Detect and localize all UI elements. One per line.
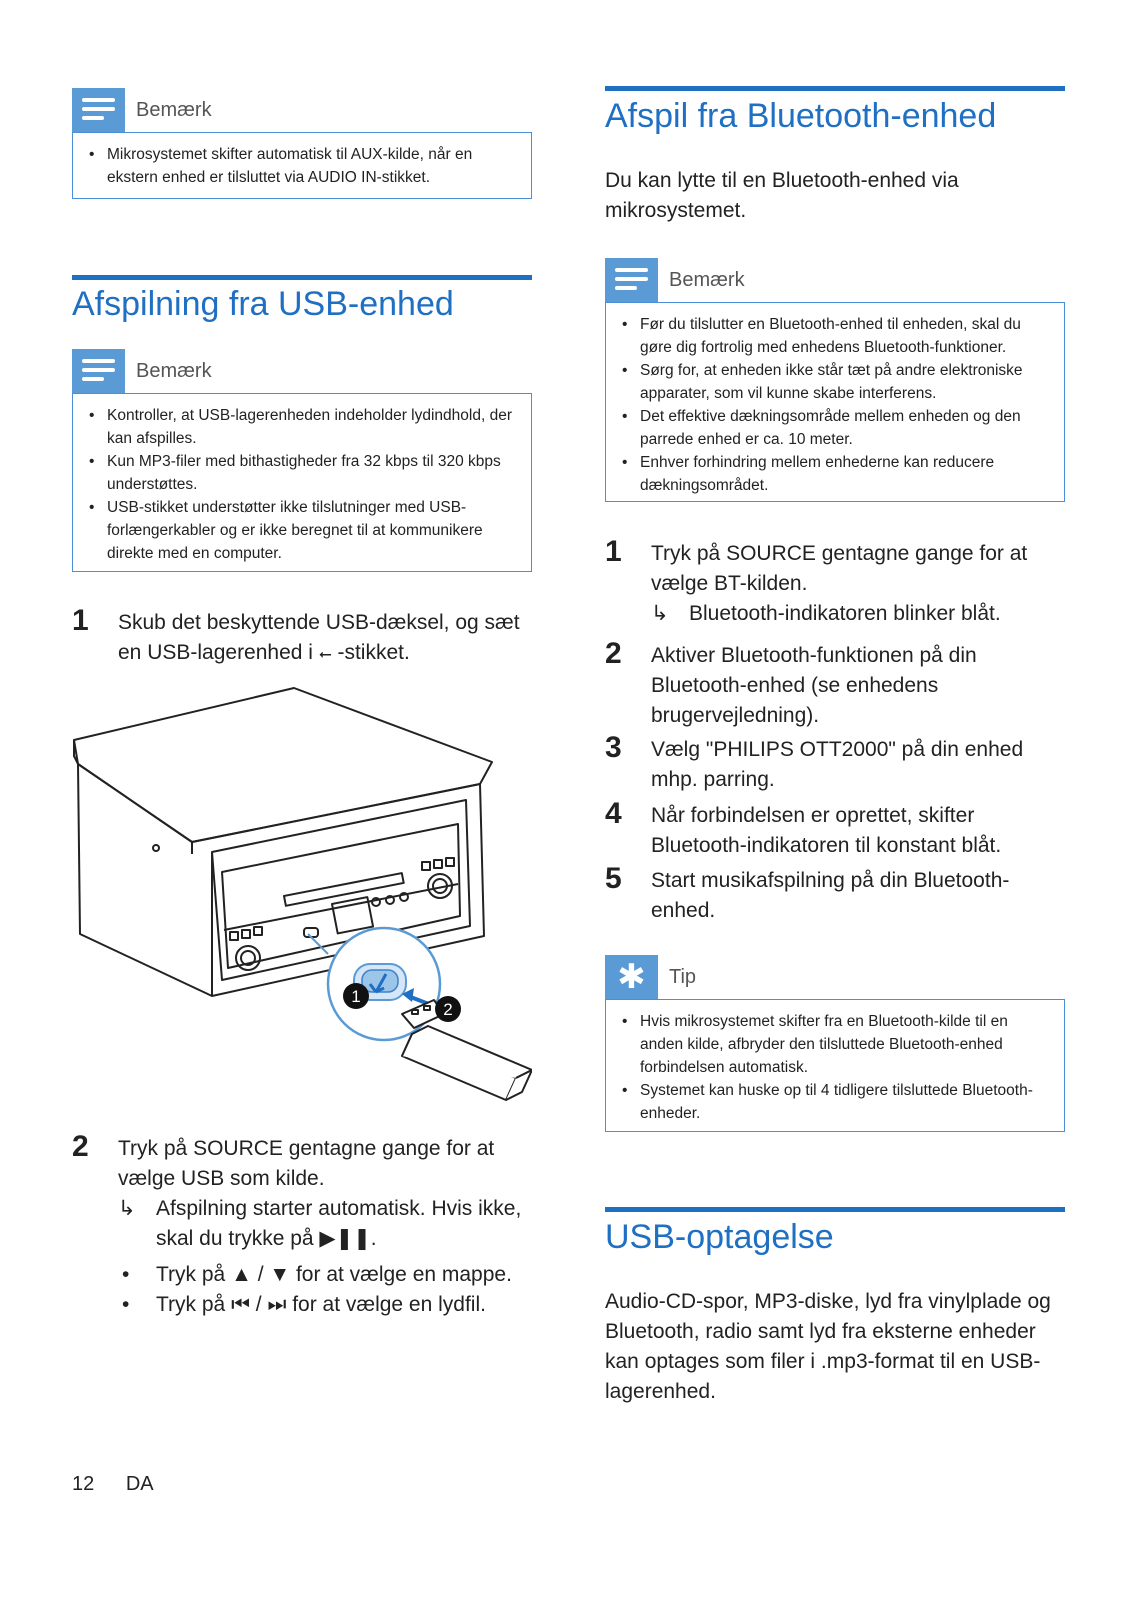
page-footer: 12 DA (72, 1473, 180, 1496)
note-item: Før du tilslutter en Bluetooth-enhed til… (620, 313, 1050, 359)
callout-2: 2 (443, 1000, 452, 1019)
step-number: 2 (605, 637, 622, 670)
result-text: Afspilning starter automatisk. Hvis ikke… (156, 1197, 522, 1250)
tip-icon: ✱ (605, 955, 658, 999)
step-bullet: • Tryk på ⏮ / ⏭ for at vælge en lydfil. (122, 1293, 486, 1316)
section-rule (605, 1207, 1065, 1212)
note-item: Kun MP3-filer med bithastigheder fra 32 … (87, 450, 517, 496)
tip-item: Hvis mikrosystemet skifter fra en Blueto… (620, 1010, 1050, 1079)
bt-step-3: 3 Vælg "PHILIPS OTT2000" på din enhed mh… (605, 733, 1065, 797)
result-arrow-icon: ↳ (651, 602, 669, 625)
note-list: Kontroller, at USB-lagerenheden indehold… (87, 404, 517, 565)
tip-body: Hvis mikrosystemet skifter fra en Blueto… (605, 999, 1065, 1132)
section-title-usb-playback: Afspilning fra USB-enhed (72, 285, 454, 323)
note-header: Bemærk (605, 258, 1065, 302)
note-box-bluetooth: Bemærk Før du tilslutter en Bluetooth-en… (605, 258, 1065, 502)
step-text: Tryk på SOURCE gentagne gange for at væl… (118, 1134, 532, 1320)
step-result: ↳ Afspilning starter automatisk. Hvis ik… (118, 1194, 532, 1254)
step-text: Aktiver Bluetooth-funktionen på din Blue… (651, 644, 977, 727)
step-number: 5 (605, 862, 622, 895)
section-title-bluetooth: Afspil fra Bluetooth-enhed (605, 97, 997, 135)
note-header: Bemærk (72, 88, 532, 132)
note-icon (605, 258, 658, 302)
step-result: ↳ Bluetooth-indikatoren blinker blåt. (651, 599, 1065, 629)
step-text: Når forbindelsen er oprettet, skifter Bl… (651, 804, 1002, 857)
bt-step-2: 2 Aktiver Bluetooth-funktionen på din Bl… (605, 639, 1065, 731)
step-number: 2 (72, 1130, 89, 1163)
tip-header: ✱ Tip (605, 955, 1065, 999)
step-instruction: Tryk på SOURCE gentagne gange for at væl… (651, 542, 1028, 595)
section-rule (72, 275, 532, 280)
step-number: 1 (605, 535, 622, 568)
note-header: Bemærk (72, 349, 532, 393)
note-item: Det effektive dækningsområde mellem enhe… (620, 405, 1050, 451)
step-number: 4 (605, 797, 622, 830)
note-icon (72, 88, 125, 132)
step-number: 3 (605, 731, 622, 764)
usb-icon: ⭠ (318, 646, 332, 663)
tip-label: Tip (669, 966, 697, 988)
bluetooth-intro: Du kan lytte til en Bluetooth-enhed via … (605, 169, 959, 222)
bt-step-1: 1 Tryk på SOURCE gentagne gange for at v… (605, 537, 1065, 629)
section-title-usb-recording: USB-optagelse (605, 1218, 834, 1256)
note-body: Mikrosystemet skifter automatisk til AUX… (72, 132, 532, 199)
step-text: Tryk på SOURCE gentagne gange for at væl… (651, 539, 1065, 629)
bt-step-4: 4 Når forbindelsen er oprettet, skifter … (605, 799, 1065, 863)
note-body: Før du tilslutter en Bluetooth-enhed til… (605, 302, 1065, 502)
step-1-usb: 1 Skub det beskyttende USB-dæksel, og sæ… (72, 606, 532, 670)
result-arrow-icon: ↳ (118, 1197, 136, 1220)
page-number: 12 (72, 1473, 95, 1495)
note-body: Kontroller, at USB-lagerenheden indehold… (72, 393, 532, 572)
note-item: Enhver forhindring mellem enhederne kan … (620, 451, 1050, 497)
step-number: 1 (72, 604, 89, 637)
step-text: Vælg "PHILIPS OTT2000" på din enhed mhp.… (651, 738, 1024, 791)
section-rule (605, 86, 1065, 91)
note-label: Bemærk (669, 269, 745, 291)
bt-step-5: 5 Start musikafspilning på din Bluetooth… (605, 864, 1065, 928)
callout-1: 1 (351, 987, 360, 1006)
usb-insert-illustration: 1 2 (73, 687, 532, 1101)
step-text-b: -stikket. (337, 641, 410, 664)
note-list: Mikrosystemet skifter automatisk til AUX… (87, 143, 517, 189)
note-box-aux: Bemærk Mikrosystemet skifter automatisk … (72, 88, 532, 199)
step-text: Skub det beskyttende USB-dæksel, og sæt … (118, 608, 532, 670)
bullet-text-folder: Tryk på ▲ / ▼ for at vælge en mappe. (156, 1263, 512, 1286)
note-item: Mikrosystemet skifter automatisk til AUX… (87, 143, 517, 189)
note-label: Bemærk (136, 99, 212, 121)
note-box-usb: Bemærk Kontroller, at USB-lagerenheden i… (72, 349, 532, 572)
step-2-usb: 2 Tryk på SOURCE gentagne gange for at v… (72, 1132, 532, 1322)
step-text-a: Skub det beskyttende USB-dæksel, og sæt … (118, 611, 520, 664)
language-code: DA (125, 1473, 154, 1495)
usb-recording-text: Audio-CD-spor, MP3-diske, lyd fra vinylp… (605, 1290, 1051, 1403)
note-item: Kontroller, at USB-lagerenheden indehold… (87, 404, 517, 450)
result-text: Bluetooth-indikatoren blinker blåt. (689, 602, 1001, 625)
bullet-text-file: Tryk på ⏮ / ⏭ for at vælge en lydfil. (156, 1293, 486, 1316)
tip-list: Hvis mikrosystemet skifter fra en Blueto… (620, 1010, 1050, 1125)
tip-item: Systemet kan huske op til 4 tidligere ti… (620, 1079, 1050, 1125)
step-bullet: • Tryk på ▲ / ▼ for at vælge en mappe. (122, 1263, 512, 1286)
note-item: Sørg for, at enheden ikke står tæt på an… (620, 359, 1050, 405)
step-instruction: Tryk på SOURCE gentagne gange for at væl… (118, 1137, 495, 1190)
note-item: USB-stikket understøtter ikke tilslutnin… (87, 496, 517, 565)
tip-box: ✱ Tip Hvis mikrosystemet skifter fra en … (605, 955, 1065, 1132)
note-list: Før du tilslutter en Bluetooth-enhed til… (620, 313, 1050, 497)
note-label: Bemærk (136, 360, 212, 382)
note-icon (72, 349, 125, 393)
step-text: Start musikafspilning på din Bluetooth-e… (651, 869, 1010, 922)
